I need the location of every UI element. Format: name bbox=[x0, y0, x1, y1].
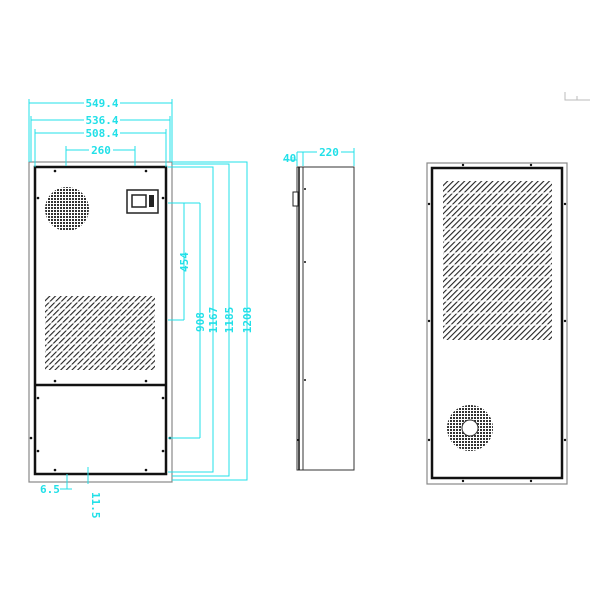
dim-908: 908 bbox=[194, 312, 207, 332]
dim-1185: 1185 bbox=[223, 307, 236, 334]
rear-grille bbox=[443, 181, 552, 340]
front-grille bbox=[45, 296, 155, 370]
dim-454: 454 bbox=[178, 252, 191, 272]
side-view: 220 40 bbox=[283, 145, 355, 471]
dim-260: 260 bbox=[91, 144, 111, 157]
dim-40: 40 bbox=[283, 152, 296, 165]
dim-6-5: 6.5 bbox=[40, 483, 60, 496]
rear-view bbox=[426, 162, 568, 485]
dim-1167: 1167 bbox=[207, 307, 220, 334]
fan-icon bbox=[45, 187, 89, 231]
dim-508-4: 508.4 bbox=[85, 127, 118, 140]
dim-549-4: 549.4 bbox=[85, 97, 118, 110]
dim-536-4: 536.4 bbox=[85, 114, 118, 127]
front-height-dimensions: 454 908 1167 1185 1208 bbox=[168, 161, 254, 481]
front-view bbox=[28, 161, 173, 483]
front-width-dimensions: 549.4 536.4 508.4 260 bbox=[28, 96, 173, 167]
corner-mark bbox=[564, 92, 590, 101]
dim-11-5: 11.5 bbox=[89, 492, 102, 519]
dim-220: 220 bbox=[319, 146, 339, 159]
switch-icon bbox=[126, 189, 159, 214]
front-bottom-dimensions: 6.5 11.5 bbox=[40, 467, 102, 519]
dim-1208: 1208 bbox=[241, 307, 254, 334]
